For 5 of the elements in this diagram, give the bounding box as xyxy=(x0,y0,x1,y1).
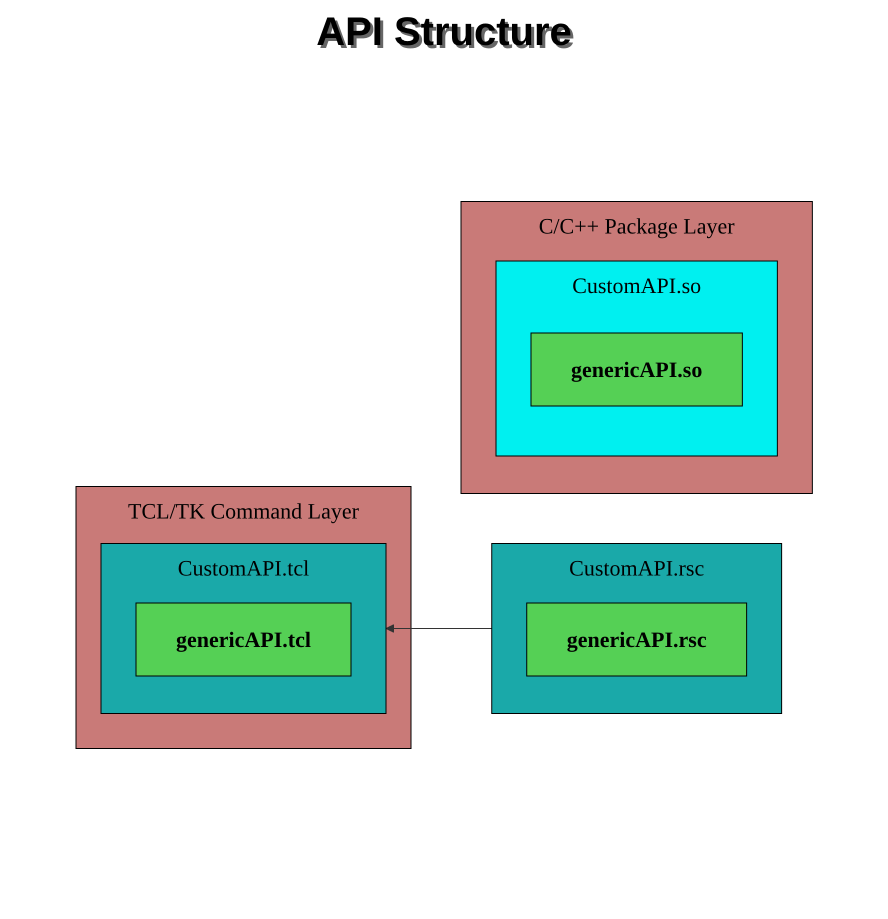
node-box: genericAPI.rsc xyxy=(526,602,747,676)
node-box: genericAPI.so xyxy=(530,332,743,406)
arrow xyxy=(385,624,492,633)
diagram-title: API Structure xyxy=(316,10,572,55)
node-box: genericAPI.tcl xyxy=(135,602,352,676)
